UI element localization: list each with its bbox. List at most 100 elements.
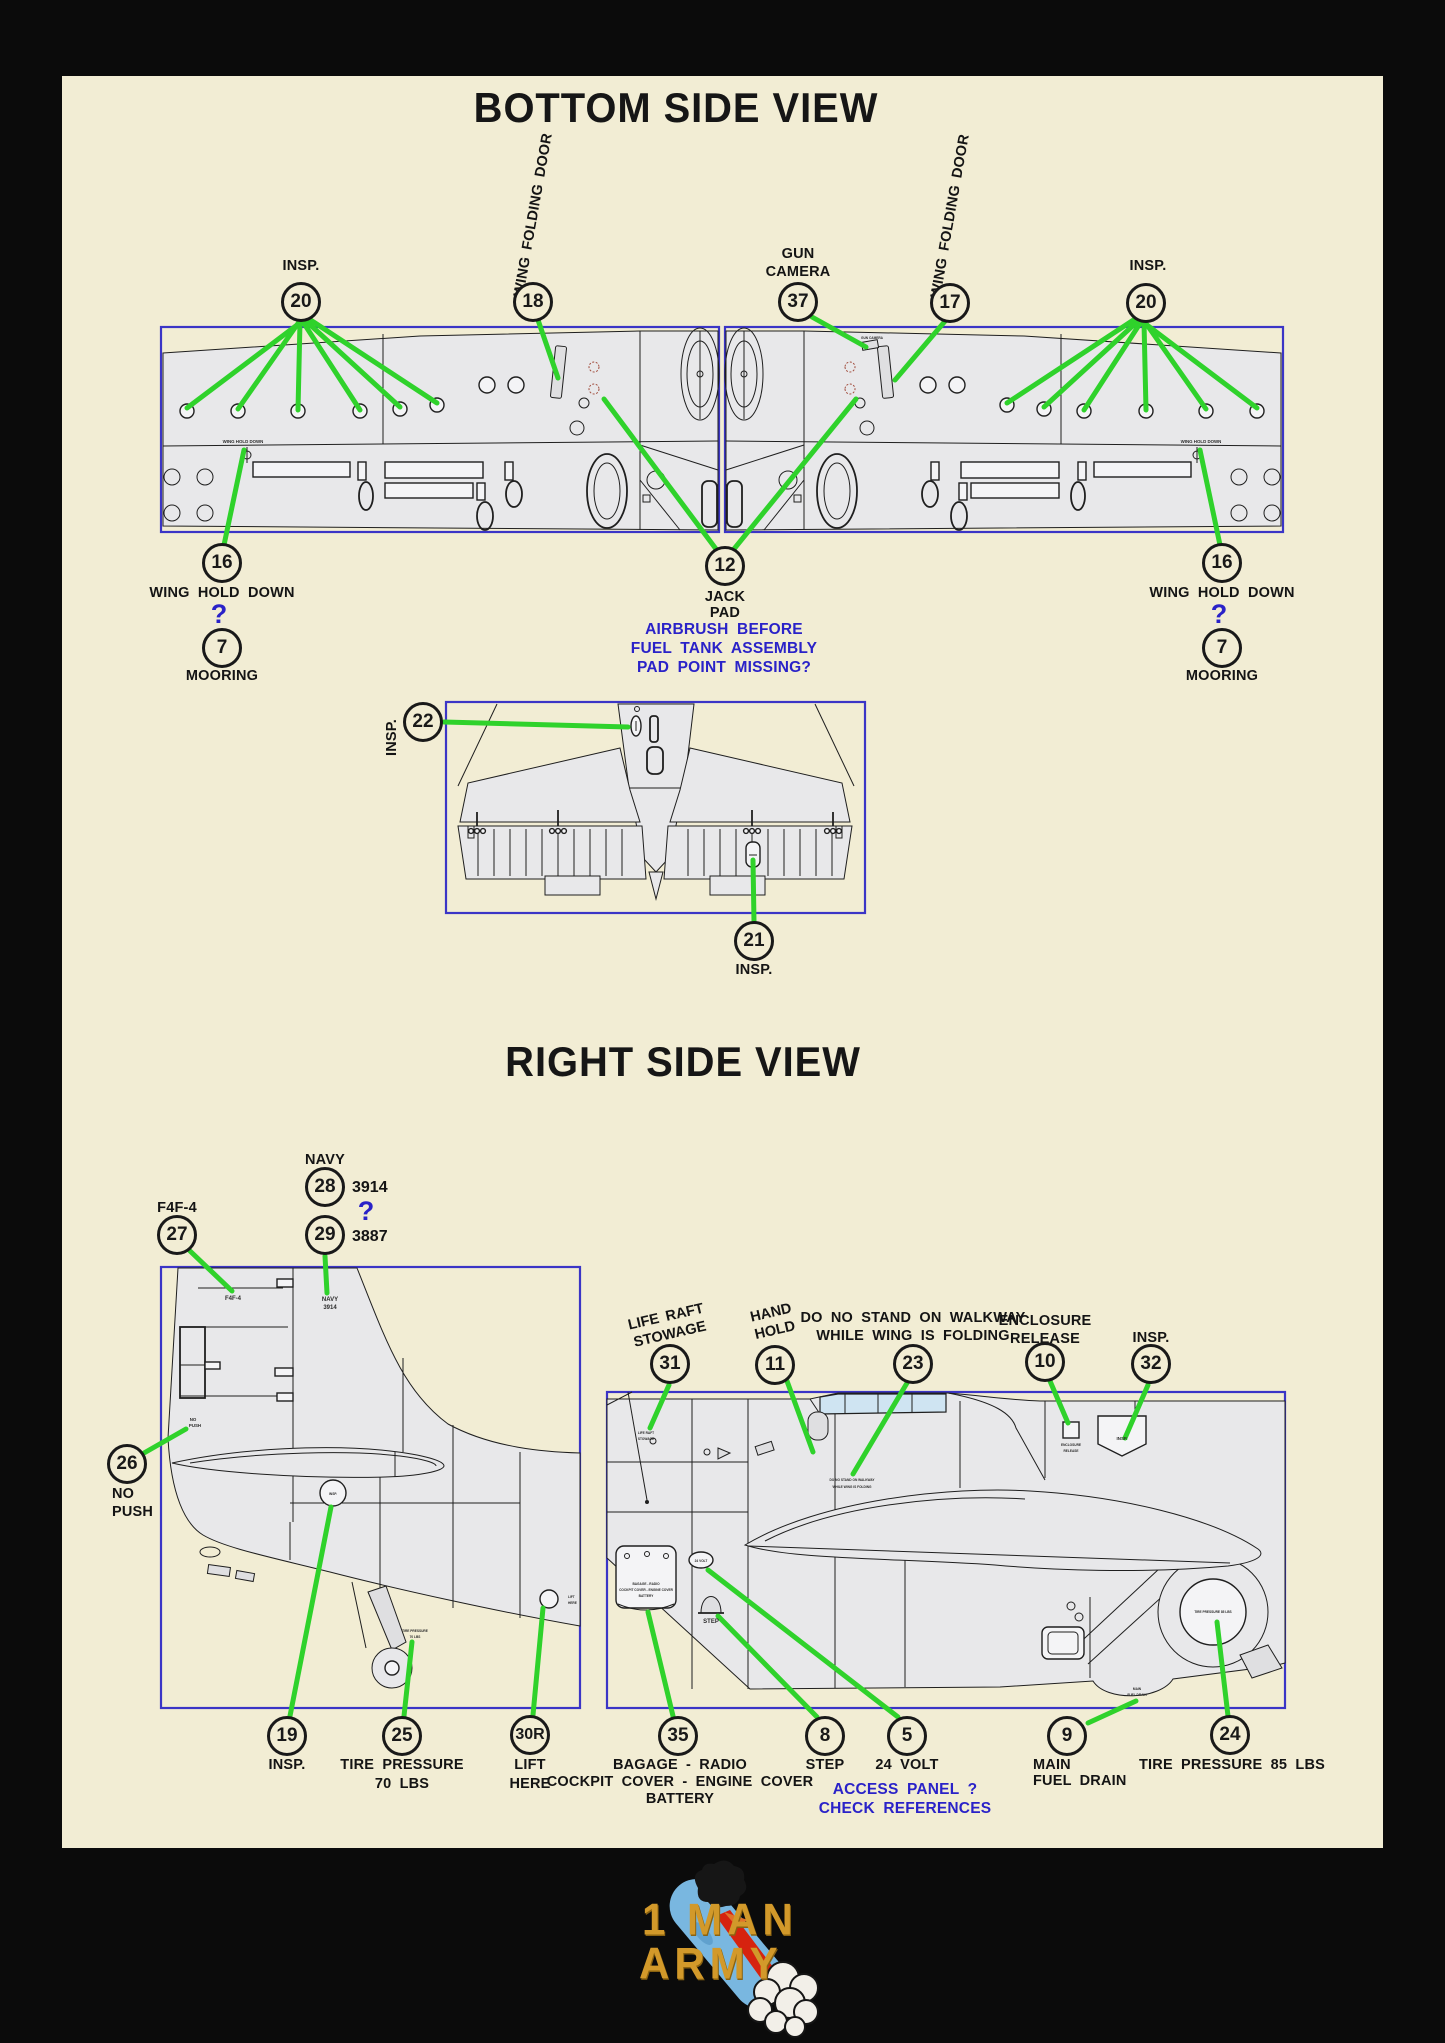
callout-25: 25 xyxy=(382,1716,422,1756)
stencil-24volt: 24 VOLT xyxy=(695,1559,708,1563)
note-check-references: CHECK REFERENCES xyxy=(818,1800,992,1817)
callout-19: 19 xyxy=(267,1716,307,1756)
callout-18: 18 xyxy=(513,282,553,322)
label-bagage-3: BATTERY xyxy=(645,1791,715,1807)
label-insp-21: INSP. xyxy=(735,962,773,978)
label-mooring-right: MOORING xyxy=(1185,668,1259,684)
label-f4f4: F4F-4 xyxy=(157,1200,197,1216)
label-24-volt: 24 VOLT xyxy=(875,1757,939,1773)
label-push: PUSH xyxy=(112,1504,154,1520)
callout-7-left: 7 xyxy=(202,628,242,668)
stencil-insp-hatch: INSP. xyxy=(1117,1436,1128,1441)
note-question-navy: ? xyxy=(357,1196,375,1226)
label-main: MAIN xyxy=(1033,1757,1071,1773)
stencil-push: PUSH xyxy=(189,1423,201,1428)
tail-bottom-view-art xyxy=(457,703,855,901)
stencil-no: NO xyxy=(190,1417,197,1422)
stencil-bagage-3: BATTERY xyxy=(639,1594,655,1598)
label-bagage-2: COCKPIT COVER - ENGINE COVER xyxy=(546,1774,814,1790)
callout-10: 10 xyxy=(1025,1342,1065,1382)
bottom-side-view-title: BOTTOM SIDE VIEW xyxy=(473,84,879,131)
stencil-here: HERE xyxy=(568,1601,577,1605)
callout-16-left: 16 xyxy=(202,543,242,583)
label-pad: PAD xyxy=(709,605,741,621)
label-lift: LIFT xyxy=(514,1757,546,1773)
label-no: NO xyxy=(112,1486,135,1502)
label-tire-pressure-70: TIRE PRESSURE xyxy=(340,1757,464,1773)
note-question-left: ? xyxy=(210,599,228,629)
callout-32: 32 xyxy=(1131,1344,1171,1384)
label-jack: JACK xyxy=(704,589,746,605)
callout-21: 21 xyxy=(734,921,774,961)
label-here: HERE xyxy=(509,1776,551,1792)
callout-16-right: 16 xyxy=(1202,543,1242,583)
label-walkway-1: DO NO STAND ON WALKWAY xyxy=(800,1310,1026,1326)
callout-17: 17 xyxy=(930,283,970,323)
stencil-enclosure-1: ENCLOSURE xyxy=(1061,1443,1081,1447)
one-man-army-logo: 1 MAN ARMY xyxy=(598,1860,858,2043)
label-insp-22: INSP. xyxy=(384,718,400,756)
stencil-tire70-1: TIRE PRESSURE xyxy=(402,1629,428,1633)
label-insp-32: INSP. xyxy=(1132,1330,1170,1346)
callout-20-right: 20 xyxy=(1126,283,1166,323)
tail-side-view-art xyxy=(167,1267,581,1689)
callout-8: 8 xyxy=(805,1716,845,1756)
label-insp-right: INSP. xyxy=(1129,258,1167,274)
stencil-lift: LIFT xyxy=(568,1595,575,1599)
stencil-buno: 3914 xyxy=(323,1305,337,1311)
stencil-gun-camera: GUN CAMERA xyxy=(861,336,884,340)
label-insp-19: INSP. xyxy=(268,1757,306,1773)
callout-26: 26 xyxy=(107,1444,147,1484)
label-navy: NAVY xyxy=(304,1152,346,1168)
logo-text-1man: 1 MAN xyxy=(642,1894,798,1945)
callout-9: 9 xyxy=(1047,1716,1087,1756)
callout-27: 27 xyxy=(157,1215,197,1255)
label-enclosure: ENCLOSURE xyxy=(998,1313,1092,1329)
callout-28: 28 xyxy=(305,1167,345,1207)
note-airbrush-1: AIRBRUSH BEFORE xyxy=(645,621,803,638)
label-wing-hold-down-left: WING HOLD DOWN xyxy=(149,585,295,601)
label-mooring-left: MOORING xyxy=(185,668,259,684)
note-airbrush-3: PAD POINT MISSING? xyxy=(636,659,812,676)
fuselage-side-view-art xyxy=(606,1391,1286,1697)
stencil-bagage-1: BAGAGE - RADIO xyxy=(632,1582,660,1586)
label-release: RELEASE xyxy=(1010,1331,1080,1347)
callout-22: 22 xyxy=(403,702,443,742)
label-tire-pressure-85: TIRE PRESSURE 85 LBS xyxy=(1138,1757,1326,1773)
label-step: STEP xyxy=(805,1757,845,1773)
note-access-panel: ACCESS PANEL ? xyxy=(832,1781,978,1798)
stencil-wing-hold-down-left: WING HOLD DOWN xyxy=(223,439,264,444)
label-insp-left: INSP. xyxy=(282,258,320,274)
stencil-walkway-1: DO NO STAND ON WALKWAY xyxy=(830,1478,876,1482)
frame-bottom-tail xyxy=(444,700,867,915)
stencil-bagage-2: COCKPIT COVER - ENGINE COVER xyxy=(619,1588,674,1592)
callout-12: 12 xyxy=(705,546,745,586)
stencil-tire85: TIRE PRESSURE 85 LBS xyxy=(1194,1610,1231,1614)
stencil-wing-hold-down-right: WING HOLD DOWN xyxy=(1181,439,1222,444)
note-question-right: ? xyxy=(1210,599,1228,629)
logo-text-army: ARMY xyxy=(639,1938,783,1989)
callout-37: 37 xyxy=(778,282,818,322)
stencil-insp-tail: INSP. xyxy=(329,1492,337,1496)
frame-bottom-left-wing xyxy=(159,325,721,534)
label-camera: CAMERA xyxy=(765,264,831,280)
callout-29: 29 xyxy=(305,1215,345,1255)
label-70-lbs: 70 LBS xyxy=(374,1776,430,1792)
stencil-f4f4: F4F-4 xyxy=(225,1296,242,1302)
callout-30R: 30R xyxy=(510,1715,550,1755)
stencil-walkway-2: WHILE WING IS FOLDING xyxy=(833,1485,872,1489)
stencil-life-raft-2: STOWAGE xyxy=(638,1437,654,1441)
note-airbrush-2: FUEL TANK ASSEMBLY xyxy=(630,640,818,657)
frame-bottom-right-wing xyxy=(723,325,1285,534)
callout-5: 5 xyxy=(887,1716,927,1756)
stencil-navy: NAVY xyxy=(322,1297,338,1303)
stencil-enclosure-2: RELEASE xyxy=(1063,1449,1078,1453)
stencil-texts: WING HOLD DOWN WING HOLD DOWN GUN CAMERA… xyxy=(189,336,1232,1697)
label-wing-hold-down-right: WING HOLD DOWN xyxy=(1149,585,1295,601)
right-side-view-title: RIGHT SIDE VIEW xyxy=(505,1038,861,1085)
callout-23: 23 xyxy=(893,1344,933,1384)
label-3914: 3914 xyxy=(352,1179,388,1196)
label-3887: 3887 xyxy=(352,1228,388,1245)
